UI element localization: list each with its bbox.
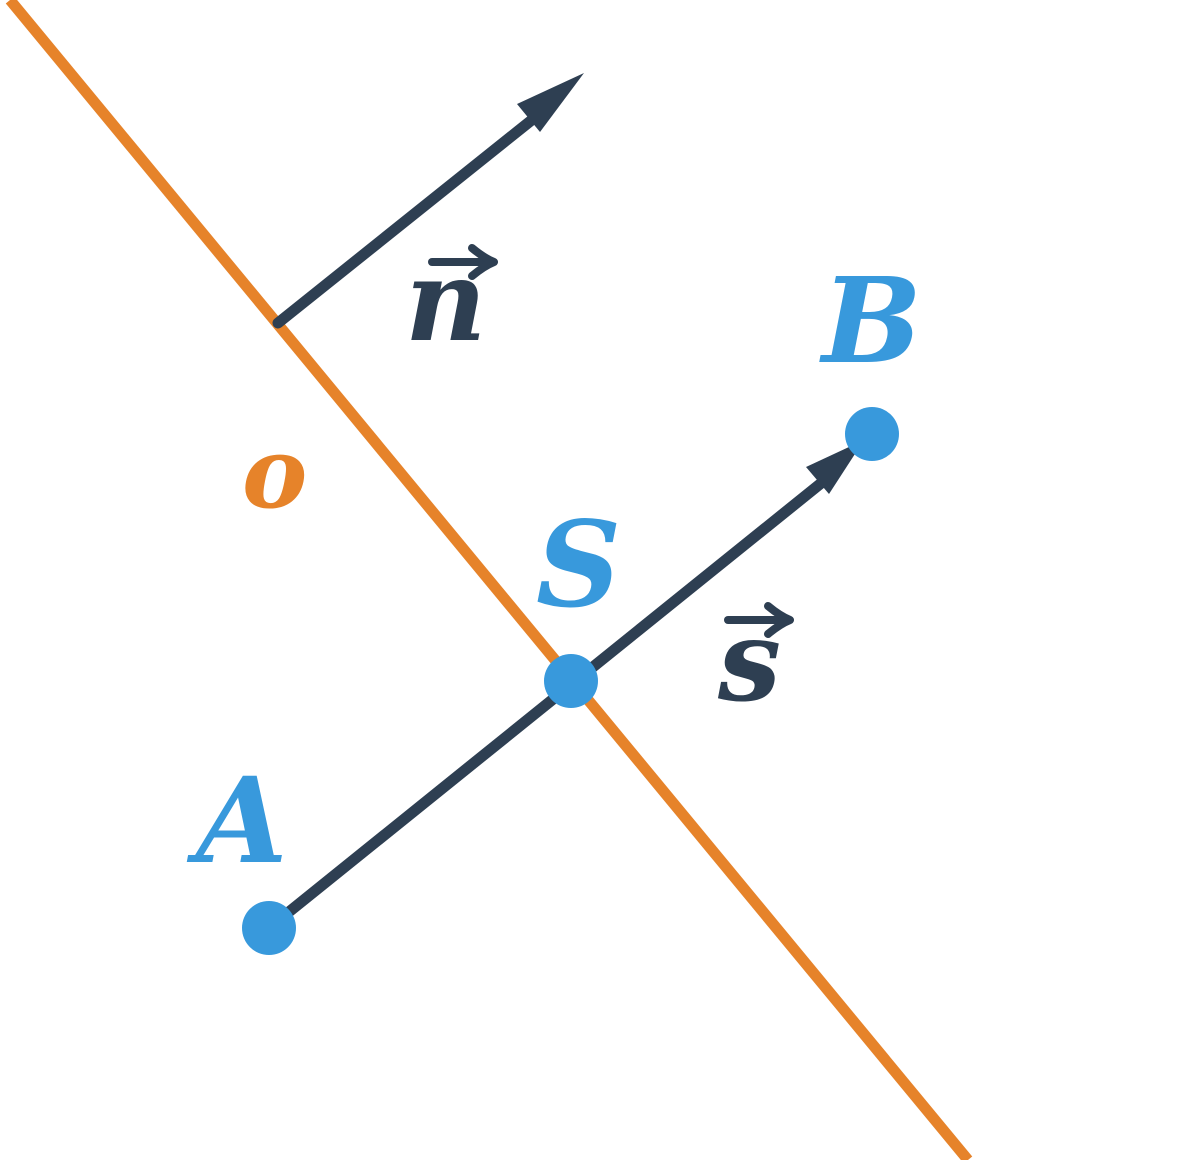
direction-vector-arrowhead-icon: [806, 440, 864, 494]
label-point-b: B: [819, 251, 922, 390]
label-line-o: o: [242, 416, 307, 531]
normal-vector-accent-icon: [428, 244, 498, 280]
point-a: [242, 901, 296, 955]
label-point-a: A: [186, 751, 288, 890]
line-o: [5, 0, 973, 1160]
direction-vector-shaft: [263, 470, 836, 934]
normal-vector-shaft: [272, 109, 544, 329]
normal-vector-arrowhead-icon: [517, 73, 584, 132]
label-normal-vector-letter: n: [405, 236, 486, 367]
point-s: [544, 654, 598, 708]
label-direction-vector: s: [717, 596, 794, 727]
point-b: [845, 407, 899, 461]
label-normal-vector: n: [405, 236, 498, 367]
direction-vector: [263, 440, 864, 934]
label-direction-vector-letter: s: [717, 596, 781, 727]
direction-vector-accent-icon: [724, 602, 794, 638]
label-point-s: S: [536, 495, 621, 634]
normal-vector: [272, 73, 584, 329]
